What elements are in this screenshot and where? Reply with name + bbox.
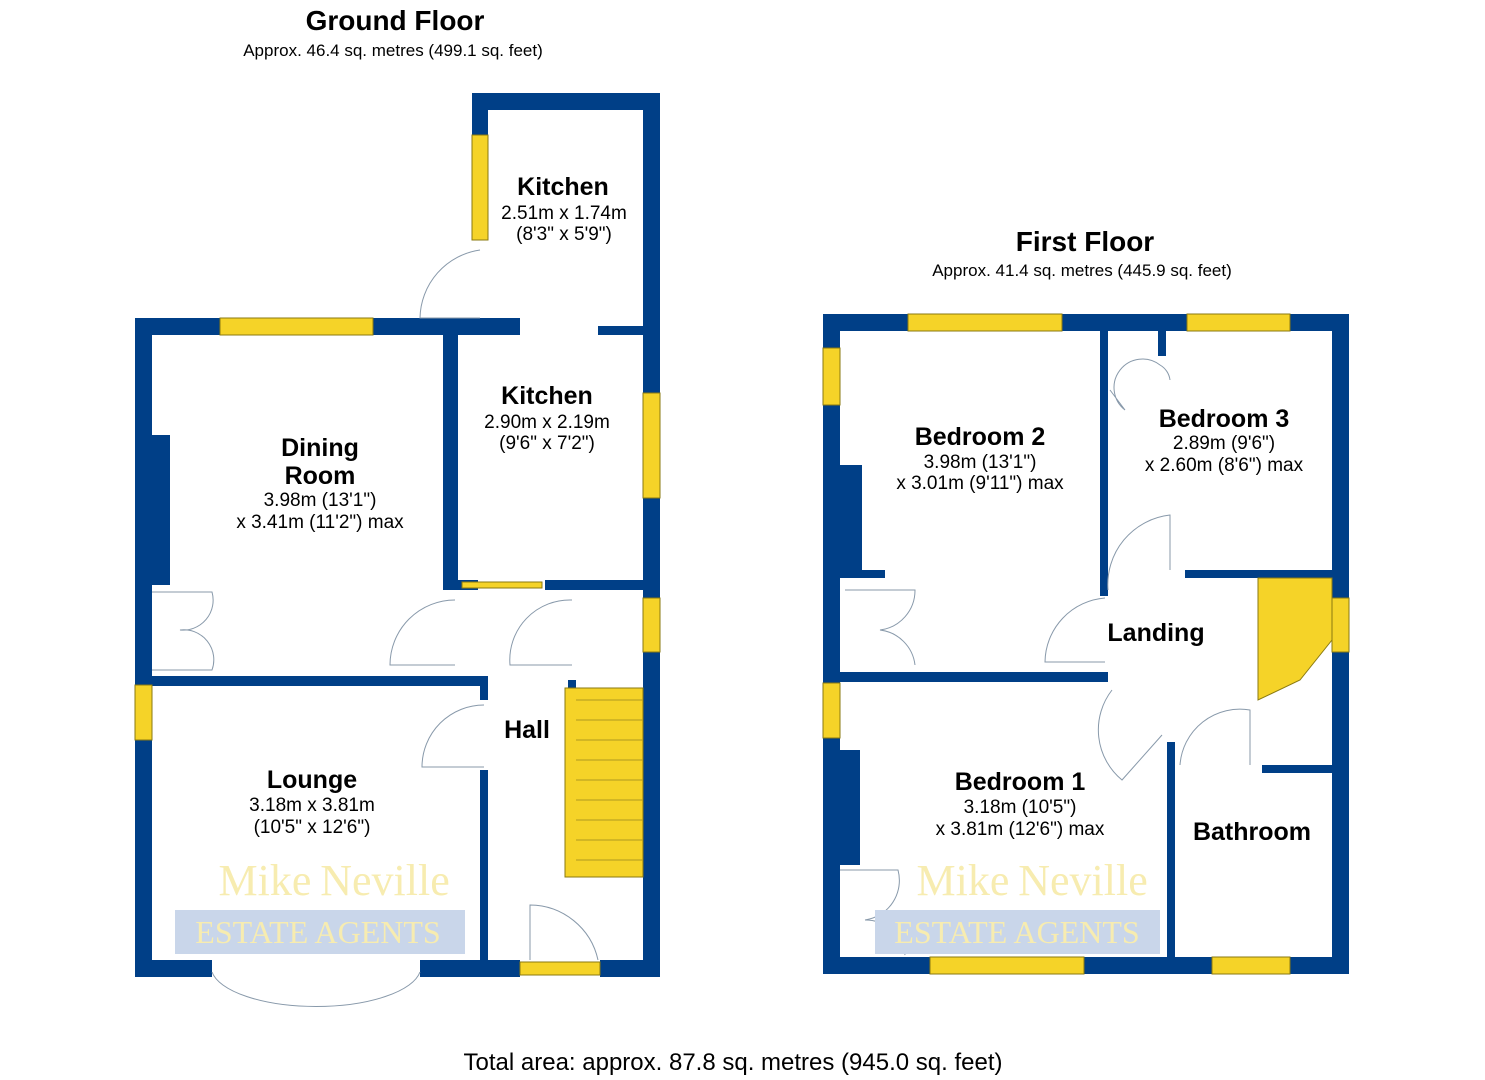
ground-floor-doors: [152, 249, 643, 1007]
room-name: Kitchen: [517, 173, 609, 201]
room-name: Hall: [504, 716, 550, 744]
room-dims: x 3.41m (11'2") max: [236, 512, 404, 533]
room-name: Bedroom 3: [1159, 405, 1290, 433]
room-dims: 3.18m x 3.81m: [249, 795, 375, 816]
room-name: Dining: [281, 434, 359, 462]
room-dims: 2.89m (9'6"): [1173, 433, 1275, 454]
room-name-line2: Room: [285, 462, 356, 490]
watermark-line3: ESTATE AGENTS: [894, 914, 1139, 950]
watermark-line1: Mike: [219, 856, 312, 905]
room-dims: 3.98m (13'1"): [264, 490, 377, 511]
watermark-logo-first: Mike Neville ESTATE AGENTS: [875, 856, 1160, 954]
ground-floor-area: Approx. 46.4 sq. metres (499.1 sq. feet): [243, 41, 543, 60]
room-name: Lounge: [267, 766, 357, 794]
first-floor-area: Approx. 41.4 sq. metres (445.9 sq. feet): [932, 261, 1232, 280]
room-dims: (10'5" x 12'6"): [254, 817, 371, 838]
room-dims: x 3.01m (9'11") max: [896, 473, 1064, 494]
first-floor-windows: [822, 313, 1350, 975]
room-name: Landing: [1107, 619, 1204, 647]
ground-floor-title: Ground Floor: [306, 5, 485, 36]
watermark-line2: Neville: [1018, 856, 1148, 905]
watermark-line1: Mike: [917, 856, 1010, 905]
room-dims: (9'6" x 7'2"): [499, 433, 595, 454]
room-dims: 2.90m x 2.19m: [484, 412, 610, 433]
watermark-line2: Neville: [320, 856, 450, 905]
room-name: Bathroom: [1193, 818, 1311, 846]
room-dims: (8'3" x 5'9"): [516, 224, 612, 245]
room-name: Bedroom 2: [915, 423, 1046, 451]
room-dims: 3.18m (10'5"): [964, 797, 1077, 818]
first-floor-title: First Floor: [1016, 226, 1155, 257]
watermark-line3: ESTATE AGENTS: [195, 914, 440, 950]
watermark-logo-ground: Mike Neville ESTATE AGENTS: [175, 856, 465, 954]
room-dims: 3.98m (13'1"): [924, 452, 1037, 473]
room-name: Kitchen: [501, 382, 593, 410]
room-dims: x 3.81m (12'6") max: [936, 819, 1105, 840]
ground-floor-windows: [134, 134, 661, 976]
room-dims: 2.51m x 1.74m: [501, 203, 627, 224]
room-dims: x 2.60m (8'6") max: [1145, 455, 1304, 476]
total-area: Total area: approx. 87.8 sq. metres (945…: [464, 1049, 1003, 1076]
room-name: Bedroom 1: [955, 768, 1086, 796]
